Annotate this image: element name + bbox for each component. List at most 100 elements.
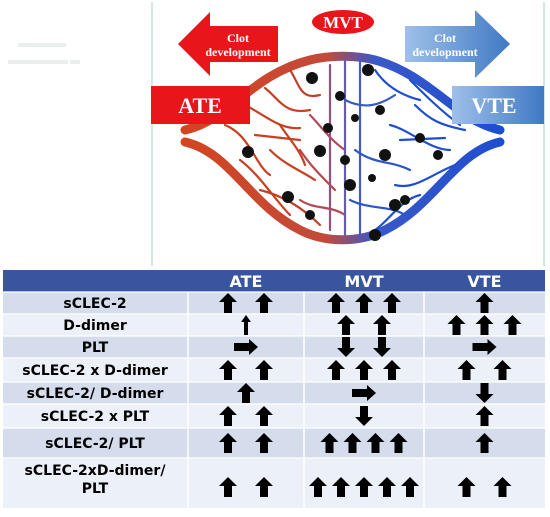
row-label: sCLEC-2/ D-dimer: [27, 386, 164, 402]
arrow-up-icon: [337, 315, 355, 335]
clot-markers: [242, 64, 443, 241]
table-header: ATE MVT VTE: [3, 270, 545, 292]
clot-marker: [389, 199, 401, 211]
table-row: D-dimer: [3, 313, 545, 336]
clot-marker: [415, 133, 425, 143]
arrow-up-icon: [493, 477, 512, 497]
arrow-up-icon: [255, 433, 273, 453]
column-header-vte: VTE: [467, 272, 501, 291]
clot-marker: [368, 174, 376, 182]
row-label: sCLEC-2 x D-dimer: [22, 363, 168, 379]
arrow-right-icon: [234, 339, 258, 355]
table-row: PLT: [3, 335, 545, 358]
clot-marker: [314, 145, 326, 157]
arrow-up-icon: [355, 293, 373, 313]
column-header-mvt: MVT: [344, 272, 383, 291]
arrow-up-icon: [343, 433, 362, 453]
arrow-up-small-icon: [241, 315, 251, 335]
vascular-diagram: MVT Clot development ATE Clot developmen…: [151, 2, 545, 266]
arrow-up-icon: [447, 315, 466, 335]
arrow-up-icon: [219, 360, 237, 380]
arrow-down-icon: [337, 337, 355, 357]
clot-marker: [306, 72, 318, 84]
vte-box: VTE: [452, 86, 544, 124]
table-row: sCLEC-2xD-dimer/PLT: [3, 457, 545, 508]
table-row: sCLEC-2/ PLT: [3, 427, 545, 458]
arrow-up-icon: [219, 433, 237, 453]
arrow-down-icon: [355, 406, 373, 426]
arrow-up-icon: [389, 433, 408, 453]
table-row: sCLEC-2 x PLT: [3, 403, 545, 428]
clot-marker: [379, 149, 391, 161]
clot-marker: [340, 155, 350, 165]
row-label: D-dimer: [63, 318, 127, 334]
arrow-up-icon: [327, 360, 345, 380]
clot-marker: [282, 191, 294, 203]
arrow-up-icon: [255, 360, 273, 380]
mvt-label: MVT: [323, 13, 363, 32]
clot-marker: [400, 195, 410, 205]
arrow-up-icon: [237, 383, 255, 403]
row-label: sCLEC-2/ PLT: [45, 436, 145, 452]
arrow-right-icon: [352, 385, 376, 401]
row-label: sCLEC-2: [63, 296, 126, 312]
arrow-up-icon: [475, 433, 494, 453]
clot-marker: [351, 114, 359, 122]
clot-marker: [433, 150, 443, 160]
arrow-up-icon: [503, 315, 522, 335]
table-row: sCLEC-2/ D-dimer: [3, 381, 545, 404]
arrow-up-icon: [457, 360, 476, 380]
left-clot-label-line1: Clot: [227, 31, 249, 45]
vessel-network: [180, 51, 505, 245]
arrow-up-icon: [255, 293, 273, 313]
vte-label: VTE: [471, 93, 516, 118]
arrow-up-icon: [493, 360, 512, 380]
left-clot-arrow: Clot development: [178, 12, 278, 76]
arrow-up-icon: [327, 293, 345, 313]
ate-box: ATE: [151, 86, 250, 124]
arrow-up-icon: [401, 477, 419, 497]
table-row: sCLEC-2: [3, 291, 545, 314]
right-clot-label-line1: Clot: [434, 31, 456, 45]
arrow-up-icon: [366, 433, 385, 453]
arrow-up-icon: [383, 360, 401, 380]
row-label: sCLEC-2xD-dimer/: [25, 463, 167, 479]
mvt-badge: MVT: [312, 10, 374, 34]
arrow-up-icon: [219, 293, 237, 313]
arrow-up-icon: [378, 477, 396, 497]
arrow-right-icon: [472, 339, 497, 355]
arrow-up-icon: [475, 315, 494, 335]
right-clot-label-line2: development: [412, 45, 477, 59]
arrow-down-icon: [373, 337, 391, 357]
clot-marker: [344, 179, 356, 191]
arrow-up-icon: [355, 477, 373, 497]
arrow-down-icon: [475, 383, 494, 403]
arrow-up-icon: [383, 293, 401, 313]
clot-marker: [305, 210, 315, 220]
clot-marker: [375, 105, 385, 115]
arrow-up-icon: [373, 315, 391, 335]
arrow-up-icon: [355, 360, 373, 380]
row-label: PLT: [82, 481, 109, 497]
left-clot-label-line2: development: [205, 45, 270, 59]
faint-left-text: [8, 43, 80, 64]
table-row: sCLEC-2 x D-dimer: [3, 357, 545, 382]
right-clot-arrow: Clot development: [405, 10, 510, 78]
row-label: sCLEC-2 x PLT: [41, 409, 150, 425]
arrow-up-icon: [219, 406, 237, 426]
clot-marker: [323, 123, 333, 133]
arrow-up-icon: [320, 433, 339, 453]
clot-marker: [369, 229, 381, 241]
arrow-up-icon: [475, 293, 494, 313]
ate-label: ATE: [178, 93, 222, 118]
arrow-up-icon: [219, 477, 237, 497]
arrow-up-icon: [457, 477, 476, 497]
arrow-up-icon: [255, 477, 273, 497]
row-label: PLT: [82, 340, 109, 356]
arrow-up-icon: [309, 477, 327, 497]
clot-marker: [362, 64, 374, 76]
clot-marker: [242, 146, 254, 158]
column-header-ate: ATE: [230, 272, 263, 291]
